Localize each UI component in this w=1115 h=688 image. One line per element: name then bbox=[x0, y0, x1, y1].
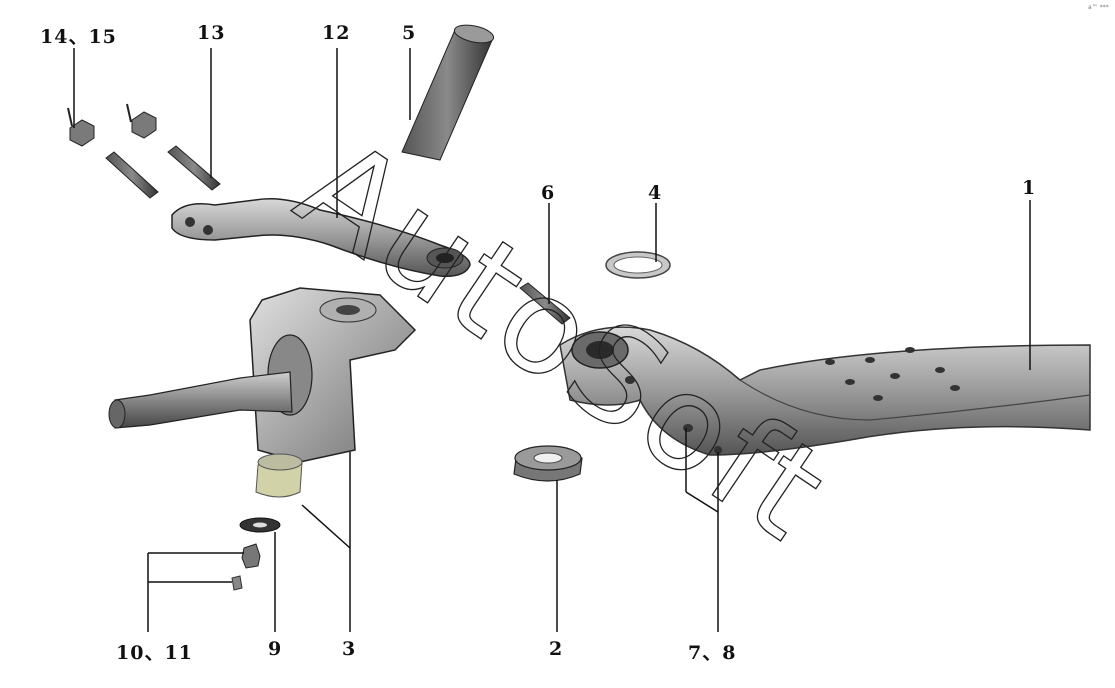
lock-pin bbox=[519, 282, 571, 325]
callout-14-15: 14、15 bbox=[40, 26, 117, 48]
corner-mark: a™ *** bbox=[1088, 4, 1109, 11]
steering-arm bbox=[171, 198, 471, 278]
watermark-text: AutoSoft bbox=[272, 109, 855, 572]
grease-fittings bbox=[231, 543, 261, 591]
callout-4: 4 bbox=[648, 182, 663, 204]
callout-12: 12 bbox=[322, 22, 351, 44]
seal-ring bbox=[513, 445, 583, 482]
callout-2: 2 bbox=[549, 638, 564, 660]
callout-13: 13 bbox=[197, 22, 226, 44]
callout-7-8: 7、8 bbox=[688, 642, 737, 664]
callout-1: 1 bbox=[1022, 177, 1037, 199]
nuts-and-cotters bbox=[67, 103, 157, 147]
callout-3: 3 bbox=[342, 638, 357, 660]
king-pin bbox=[401, 24, 495, 161]
spindle bbox=[108, 371, 293, 429]
arm-pins bbox=[105, 145, 221, 199]
callout-5: 5 bbox=[402, 22, 417, 44]
callout-6: 6 bbox=[541, 182, 556, 204]
callout-9: 9 bbox=[268, 638, 283, 660]
bushing bbox=[255, 453, 303, 498]
thrust-washer bbox=[605, 251, 671, 279]
leader-lines bbox=[73, 48, 1031, 632]
small-washer bbox=[239, 517, 281, 533]
callout-10-11: 10、11 bbox=[116, 642, 193, 664]
